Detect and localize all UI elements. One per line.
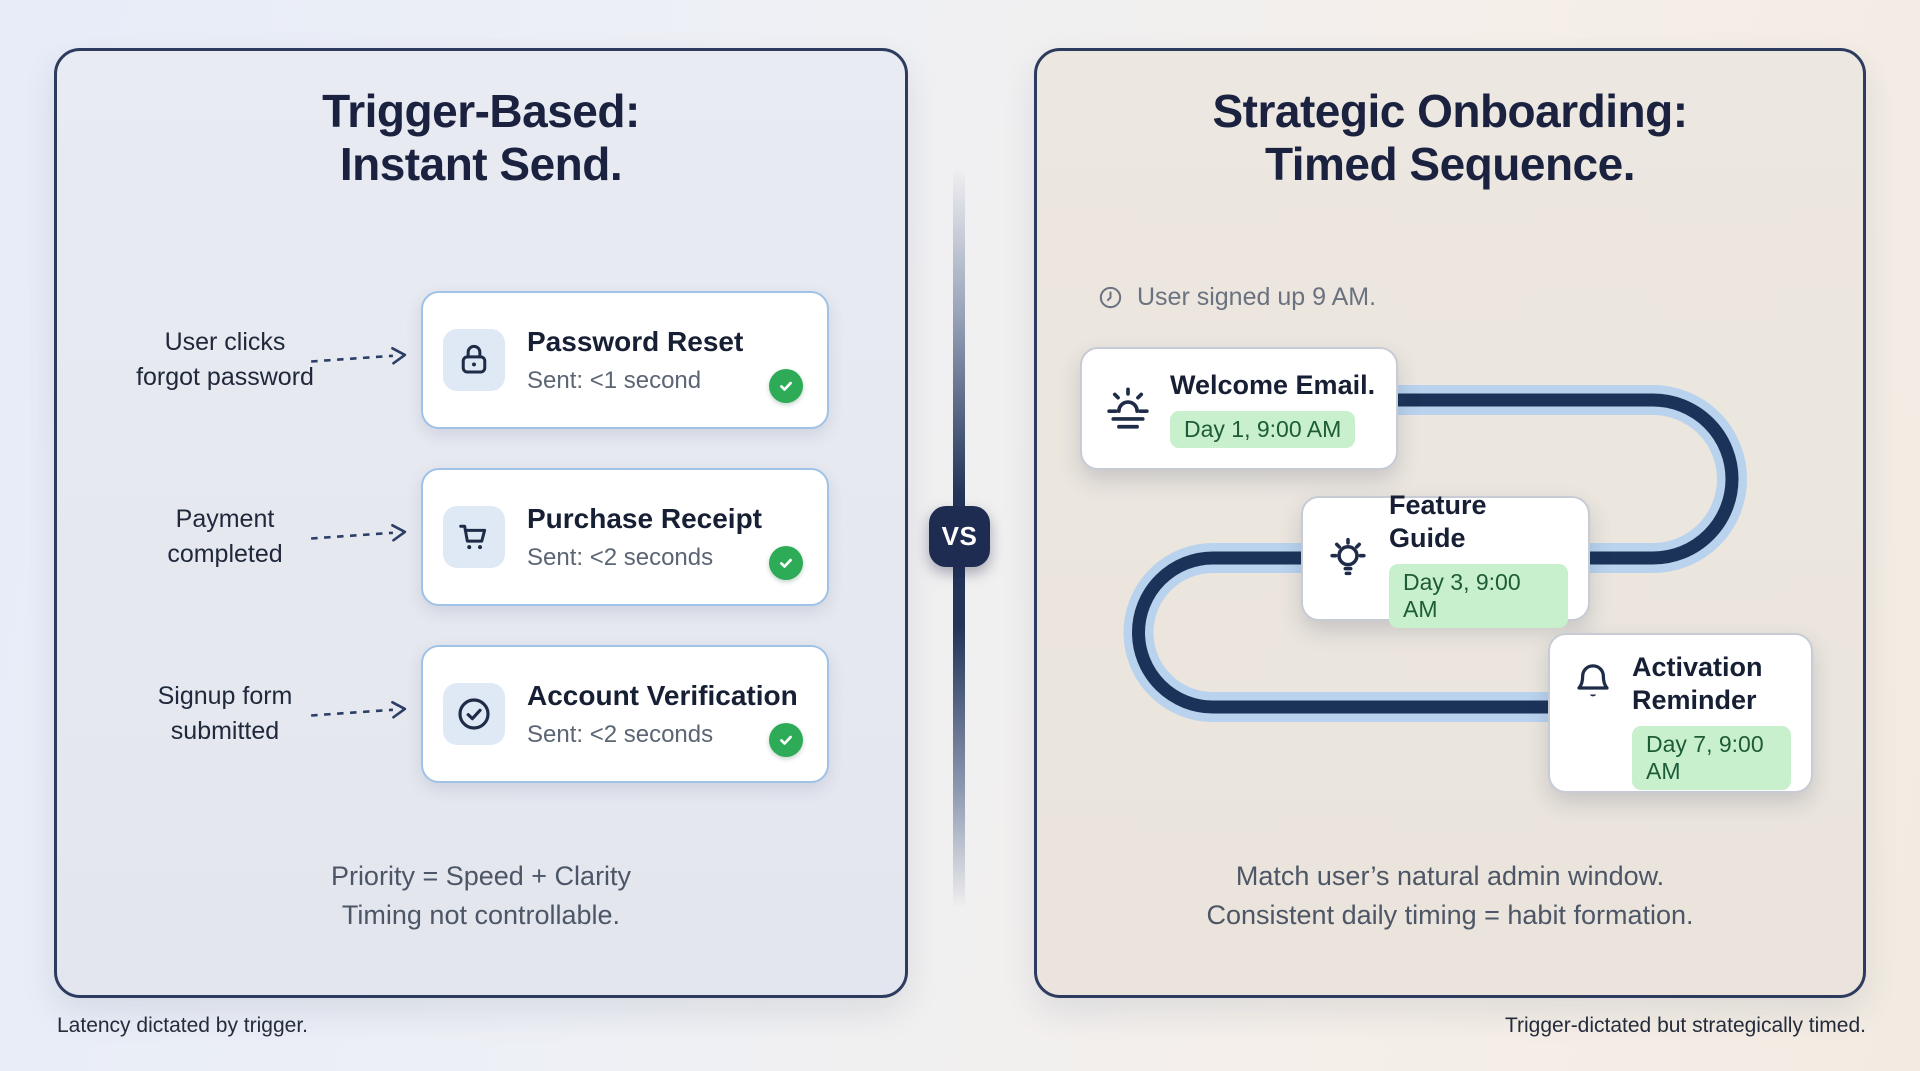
lock-icon [461, 344, 487, 374]
trigger-label-line1: User clicks [164, 328, 286, 356]
right-note-line1: Match user’s natural admin window. [1235, 861, 1665, 891]
strategic-onboarding-panel: Strategic Onboarding: Timed Sequence. Us… [1034, 48, 1866, 998]
clock-icon [1099, 286, 1122, 309]
lightbulb-icon [1330, 537, 1366, 575]
day-badge: Day 1, 9:00 AM [1170, 410, 1356, 448]
step-title: Feature Guide [1389, 490, 1487, 553]
signup-note-row: User signed up 9 AM. [1097, 283, 1376, 312]
right-note-line2: Consistent daily timing = habit formatio… [1206, 900, 1694, 931]
check-icon [780, 381, 792, 391]
step-body: Activation Reminder Day 7, 9:00 AM [1632, 651, 1791, 790]
card-subtitle: Sent: <2 seconds [527, 720, 714, 748]
trigger-based-panel: Trigger-Based: Instant Send. User clicks… [54, 48, 908, 998]
trigger-label-line1: Signup form [157, 682, 293, 710]
left-panel-title: Trigger-Based: Instant Send. [57, 85, 905, 192]
day-badge: Day 3, 9:00 AM [1389, 563, 1568, 628]
step-title-line2: Reminder [1632, 684, 1757, 715]
card-title: Purchase Receipt [527, 502, 762, 534]
status-badge [769, 723, 803, 757]
step-card-welcome-email: Welcome Email. Day 1, 9:00 AM [1080, 347, 1398, 470]
trigger-label-line1: Payment [175, 505, 275, 533]
step-title: Activation Reminder [1632, 651, 1791, 717]
check-icon [780, 558, 792, 568]
left-panel-note: Priority = Speed + Clarity Timing not co… [57, 857, 905, 935]
dashed-arrow-icon [311, 700, 407, 719]
signup-note-text: User signed up 9 AM. [1137, 283, 1377, 311]
card-text: Account Verification Sent: <2 seconds [527, 680, 798, 749]
left-title-line2: Instant Send. [339, 138, 623, 191]
status-badge [769, 369, 803, 403]
check-badge-icon [458, 698, 490, 730]
step-card-activation-reminder: Activation Reminder Day 7, 9:00 AM [1548, 633, 1813, 793]
email-card-password-reset: Password Reset Sent: <1 second [421, 291, 829, 429]
day-badge: Day 7, 9:00 AM [1632, 725, 1791, 790]
trigger-label-line2: forgot password [136, 363, 314, 391]
vs-badge: VS [929, 506, 990, 567]
right-footer-caption: Trigger-dictated but strategically timed… [1504, 1014, 1866, 1037]
step-title: Welcome Email. [1170, 370, 1376, 401]
status-badge [769, 546, 803, 580]
check-icon [780, 735, 792, 745]
card-text: Purchase Receipt Sent: <2 seconds [527, 503, 762, 572]
icon-tile [443, 506, 505, 568]
card-title: Account Verification [527, 679, 798, 711]
card-title: Password Reset [527, 325, 744, 357]
left-title-line1: Trigger-Based: [322, 85, 640, 137]
icon-tile [443, 329, 505, 391]
card-text: Password Reset Sent: <1 second [527, 326, 743, 395]
cart-icon [459, 524, 487, 550]
step-body: Feature Guide Day 3, 9:00 AM [1389, 489, 1568, 628]
icon-tile [443, 683, 505, 745]
trigger-label-line2: completed [167, 540, 283, 568]
left-footer-caption: Latency dictated by trigger. [57, 1014, 308, 1037]
sequence-path [1123, 385, 1747, 722]
left-note-line1: Priority = Speed + Clarity [330, 861, 632, 891]
dashed-arrow-icon [311, 523, 407, 542]
sunrise-icon [1107, 386, 1149, 429]
right-title-line2: Timed Sequence. [1264, 138, 1636, 191]
left-note-line2: Timing not controllable. [341, 900, 621, 931]
right-title-line1: Strategic Onboarding: [1212, 85, 1688, 137]
right-panel-note: Match user’s natural admin window. Consi… [1037, 857, 1863, 935]
card-subtitle: Sent: <2 seconds [527, 543, 714, 571]
card-subtitle: Sent: <1 second [527, 366, 702, 394]
bell-icon [1577, 664, 1609, 697]
email-card-account-verification: Account Verification Sent: <2 seconds [421, 645, 829, 783]
trigger-label: Signup form submitted [75, 679, 375, 749]
step-card-feature-guide: Feature Guide Day 3, 9:00 AM [1301, 490, 1590, 628]
right-panel-title: Strategic Onboarding: Timed Sequence. [1037, 85, 1863, 192]
trigger-label-line2: submitted [170, 717, 280, 745]
step-body: Welcome Email. Day 1, 9:00 AM [1170, 369, 1375, 448]
trigger-label: User clicks forgot password [75, 325, 375, 395]
trigger-row-account-verification: Signup form submitted Account Verificati… [57, 645, 905, 783]
trigger-row-purchase-receipt: Payment completed Purchase Receipt Sen [57, 468, 905, 606]
step-title-line1: Activation [1632, 652, 1763, 682]
dashed-arrow-icon [311, 346, 407, 365]
trigger-label: Payment completed [75, 502, 375, 572]
trigger-row-password-reset: User clicks forgot password Password Res… [57, 291, 905, 429]
email-card-purchase-receipt: Purchase Receipt Sent: <2 seconds [421, 468, 829, 606]
